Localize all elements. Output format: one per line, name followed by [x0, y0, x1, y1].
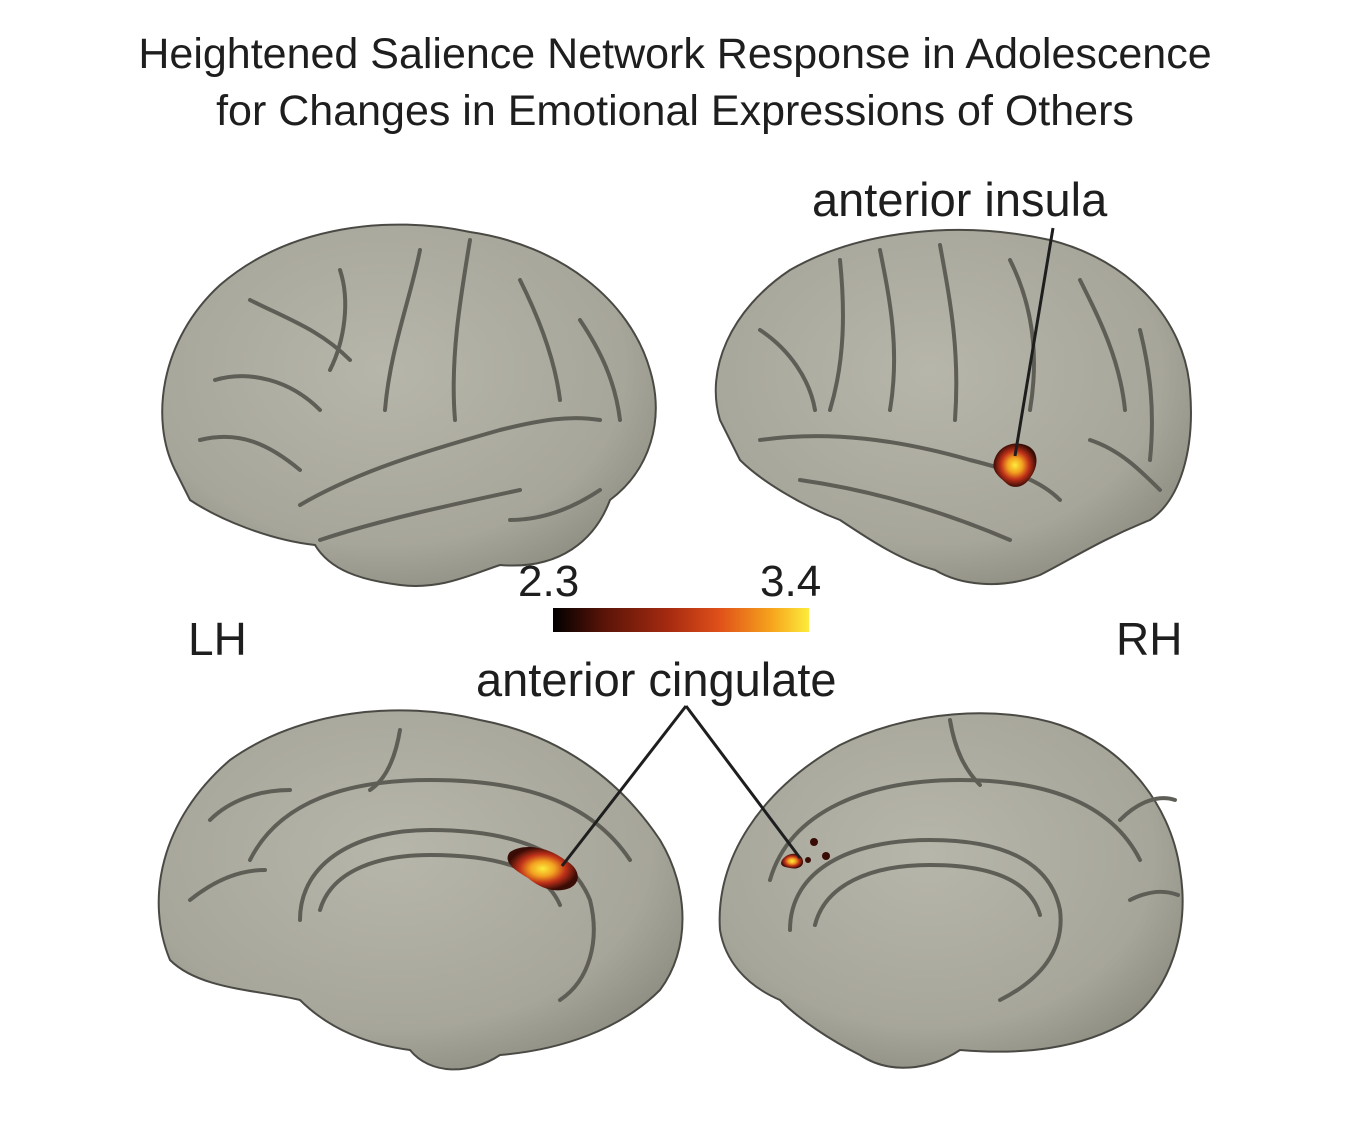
activation-anterior-cingulate-left — [507, 846, 578, 891]
colorbar-max-label: 3.4 — [760, 557, 822, 606]
colorbar-min-label: 2.3 — [518, 557, 580, 606]
pointer-line-anterior-insula — [1013, 227, 1055, 457]
label-right-hemisphere: RH — [1116, 613, 1183, 665]
title-line-1: Heightened Salience Network Response in … — [138, 30, 1212, 78]
brain-left-lateral — [161, 223, 657, 587]
brain-right-medial — [718, 712, 1184, 1069]
brain-right-lateral — [714, 229, 1192, 585]
title-line-2: for Changes in Emotional Expressions of … — [216, 87, 1134, 135]
pointer-line-anterior-cingulate-right — [684, 705, 802, 859]
label-anterior-cingulate: anterior cingulate — [476, 653, 837, 706]
colorbar — [553, 608, 809, 632]
pointer-line-anterior-cingulate-left — [560, 705, 688, 867]
label-left-hemisphere: LH — [188, 613, 247, 665]
activation-spot-right-3 — [805, 857, 811, 863]
figure-title: Heightened Salience Network Response in … — [0, 26, 1350, 140]
activation-spot-right-1 — [810, 838, 818, 846]
brain-left-medial — [157, 709, 684, 1071]
activation-spot-right-2 — [822, 852, 830, 860]
activation-anterior-insula — [993, 443, 1037, 487]
label-anterior-insula: anterior insula — [812, 173, 1108, 226]
activation-anterior-cingulate-right — [781, 853, 804, 869]
